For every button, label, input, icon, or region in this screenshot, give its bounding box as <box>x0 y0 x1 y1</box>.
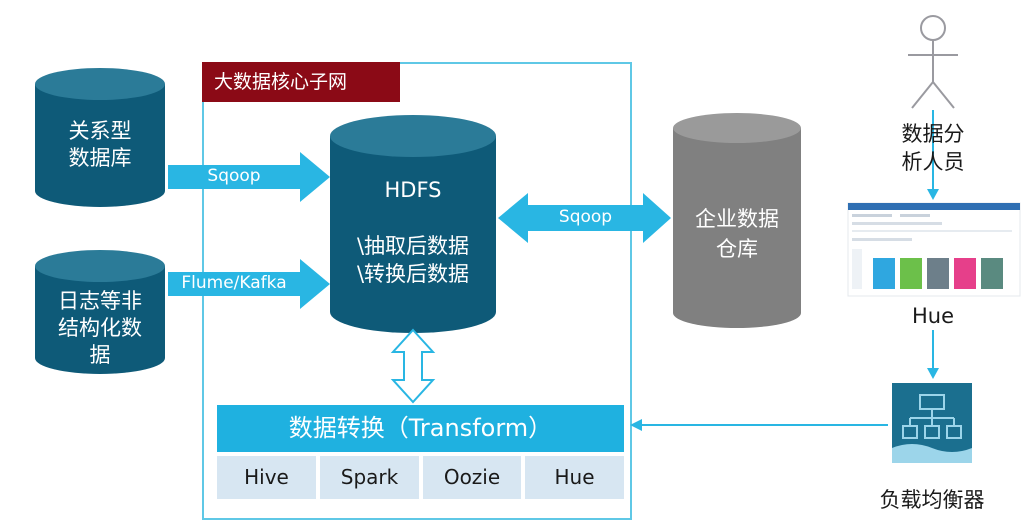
sqoop-dw-label: Sqoop <box>558 207 613 227</box>
tool-spark: Spark <box>320 456 419 499</box>
analyst-to-hue-head <box>927 189 939 200</box>
warehouse-cylinder <box>673 113 801 328</box>
analyst-line-1: 数据分 <box>901 122 965 146</box>
sqoop-in-label: Sqoop <box>207 166 261 186</box>
hdfs-title: HDFS <box>384 178 442 202</box>
log-data-cylinder <box>35 250 165 374</box>
transform-title: 数据转换（Transform） <box>288 414 553 442</box>
lb-to-transform-head <box>630 419 642 431</box>
hdfs-transform-double-arrow <box>390 328 436 404</box>
warehouse-line-2: 仓库 <box>716 237 758 261</box>
hdfs-line-extracted: \抽取后数据 <box>356 234 470 258</box>
relational-db-cylinder <box>35 68 165 207</box>
hdfs-label: HDFS \抽取后数据 \转换后数据 <box>330 176 496 288</box>
tool-hive: Hive <box>217 456 316 499</box>
analyst-line-2: 析人员 <box>901 150 965 174</box>
relational-db-label: 关系型 数据库 <box>35 118 165 172</box>
sqoop-in-arrow <box>168 152 330 202</box>
hue-to-lb-head <box>927 368 939 379</box>
hue-label: Hue <box>911 304 955 328</box>
load-balancer-icon <box>892 383 972 463</box>
relational-db-line-1: 关系型 <box>68 119 132 143</box>
log-data-label: 日志等非 结构化数 据 <box>35 288 165 369</box>
relational-db-line-2: 数据库 <box>68 146 132 170</box>
log-data-line-1: 日志等非 <box>58 289 142 313</box>
hdfs-spacer <box>330 204 496 232</box>
sqoop-dw-arrow <box>498 193 671 243</box>
flume-kafka-arrow <box>168 259 330 309</box>
transform-bar <box>217 405 624 452</box>
hue-screenshot-icon <box>847 202 1021 297</box>
subnet-title: 大数据核心子网 <box>202 62 400 102</box>
hdfs-line-transformed: \转换后数据 <box>356 262 470 286</box>
warehouse-line-1: 企业数据 <box>695 207 779 231</box>
load-balancer-label: 负载均衡器 <box>879 488 985 512</box>
tool-oozie: Oozie <box>423 456 521 499</box>
flume-kafka-label: Flume/Kafka <box>181 273 287 293</box>
hdfs-cylinder <box>330 115 496 333</box>
tool-hue: Hue <box>525 456 624 499</box>
analyst-label: 数据分 析人员 <box>883 120 983 176</box>
analyst-actor-icon <box>908 15 958 109</box>
log-data-line-3: 据 <box>89 343 111 367</box>
log-data-line-2: 结构化数 <box>58 316 142 340</box>
warehouse-label: 企业数据 仓库 <box>673 204 801 264</box>
